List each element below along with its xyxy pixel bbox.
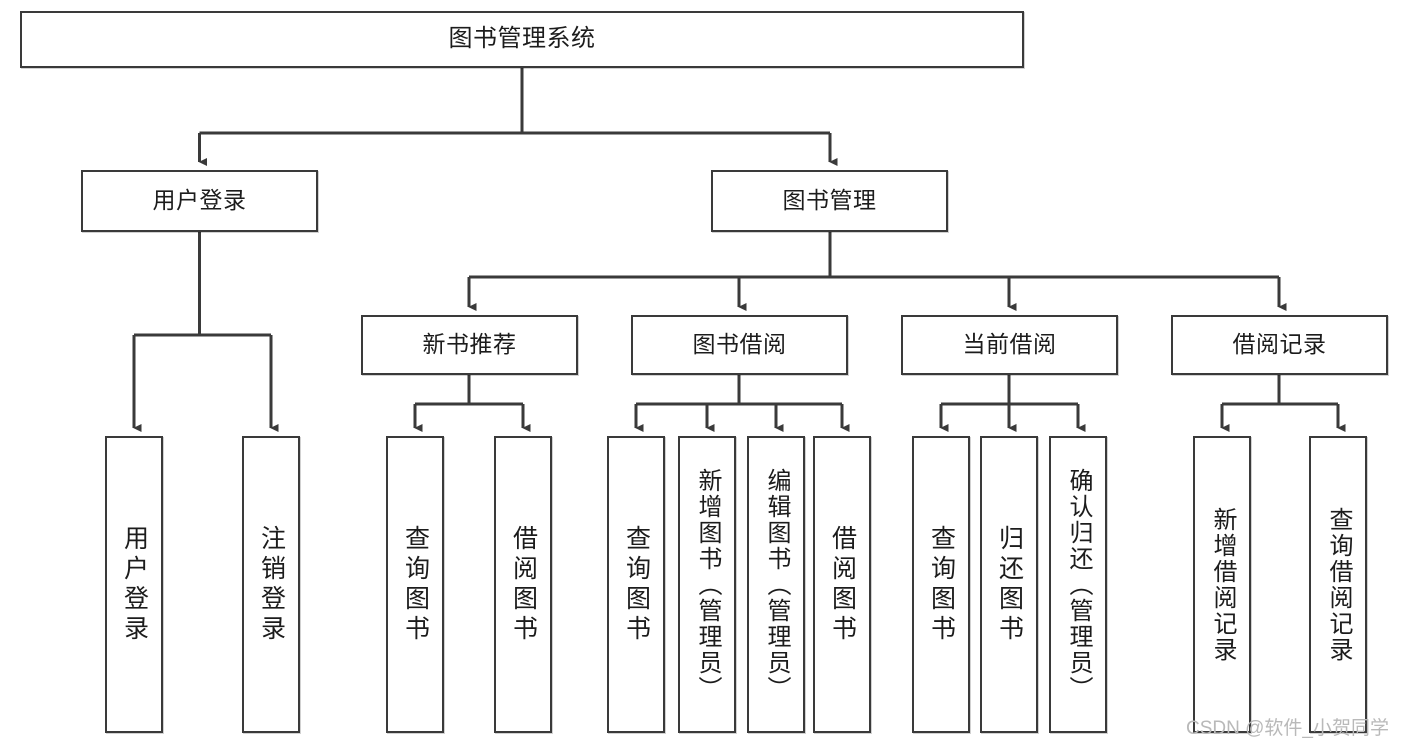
node-label: 图书管理 bbox=[782, 187, 877, 214]
node-borrow-record[interactable]: 借阅记录 bbox=[1171, 315, 1388, 375]
leaf-query-book-3[interactable]: 查询图书 bbox=[912, 436, 970, 733]
node-label: 确认归还（管理员） bbox=[1065, 467, 1092, 702]
node-label: 用户登录 bbox=[152, 187, 247, 214]
node-label: 新增借阅记录 bbox=[1209, 506, 1236, 663]
node-label: 新增图书（管理员） bbox=[694, 467, 721, 702]
leaf-add-borrow-record[interactable]: 新增借阅记录 bbox=[1193, 436, 1251, 733]
node-label: 图书借阅 bbox=[692, 331, 787, 358]
leaf-query-book-1[interactable]: 查询图书 bbox=[386, 436, 444, 733]
node-current-borrow[interactable]: 当前借阅 bbox=[901, 315, 1118, 375]
node-label: 借阅记录 bbox=[1232, 331, 1327, 358]
leaf-borrow-book-2[interactable]: 借阅图书 bbox=[813, 436, 871, 733]
node-label: 查询图书 bbox=[401, 524, 430, 645]
leaf-logout-login[interactable]: 注销登录 bbox=[242, 436, 300, 733]
node-user-login[interactable]: 用户登录 bbox=[81, 170, 318, 232]
node-label: 编辑图书（管理员） bbox=[763, 467, 790, 702]
node-label: 新书推荐 bbox=[422, 331, 517, 358]
watermark-text: CSDN @软件_小贺同学 bbox=[1186, 718, 1389, 739]
leaf-add-book-admin[interactable]: 新增图书（管理员） bbox=[678, 436, 736, 733]
node-new-book-recommend[interactable]: 新书推荐 bbox=[361, 315, 578, 375]
leaf-return-book[interactable]: 归还图书 bbox=[980, 436, 1038, 733]
leaf-user-login[interactable]: 用户登录 bbox=[105, 436, 163, 733]
leaf-edit-book-admin[interactable]: 编辑图书（管理员） bbox=[747, 436, 805, 733]
node-label: 当前借阅 bbox=[962, 331, 1057, 358]
node-label: 查询借阅记录 bbox=[1325, 506, 1352, 663]
node-label: 查询图书 bbox=[622, 524, 651, 645]
leaf-borrow-book-1[interactable]: 借阅图书 bbox=[494, 436, 552, 733]
node-book-management[interactable]: 图书管理 bbox=[711, 170, 948, 232]
node-root-system[interactable]: 图书管理系统 bbox=[20, 11, 1024, 68]
node-label: 用户登录 bbox=[120, 524, 149, 645]
node-label: 注销登录 bbox=[257, 524, 286, 645]
leaf-query-book-2[interactable]: 查询图书 bbox=[607, 436, 665, 733]
node-label: 借阅图书 bbox=[509, 524, 538, 645]
node-label: 图书管理系统 bbox=[448, 25, 596, 53]
node-label: 查询图书 bbox=[927, 524, 956, 645]
node-label: 归还图书 bbox=[995, 524, 1024, 645]
leaf-query-borrow-record[interactable]: 查询借阅记录 bbox=[1309, 436, 1367, 733]
leaf-confirm-return-admin[interactable]: 确认归还（管理员） bbox=[1049, 436, 1107, 733]
node-label: 借阅图书 bbox=[828, 524, 857, 645]
node-book-borrow[interactable]: 图书借阅 bbox=[631, 315, 848, 375]
